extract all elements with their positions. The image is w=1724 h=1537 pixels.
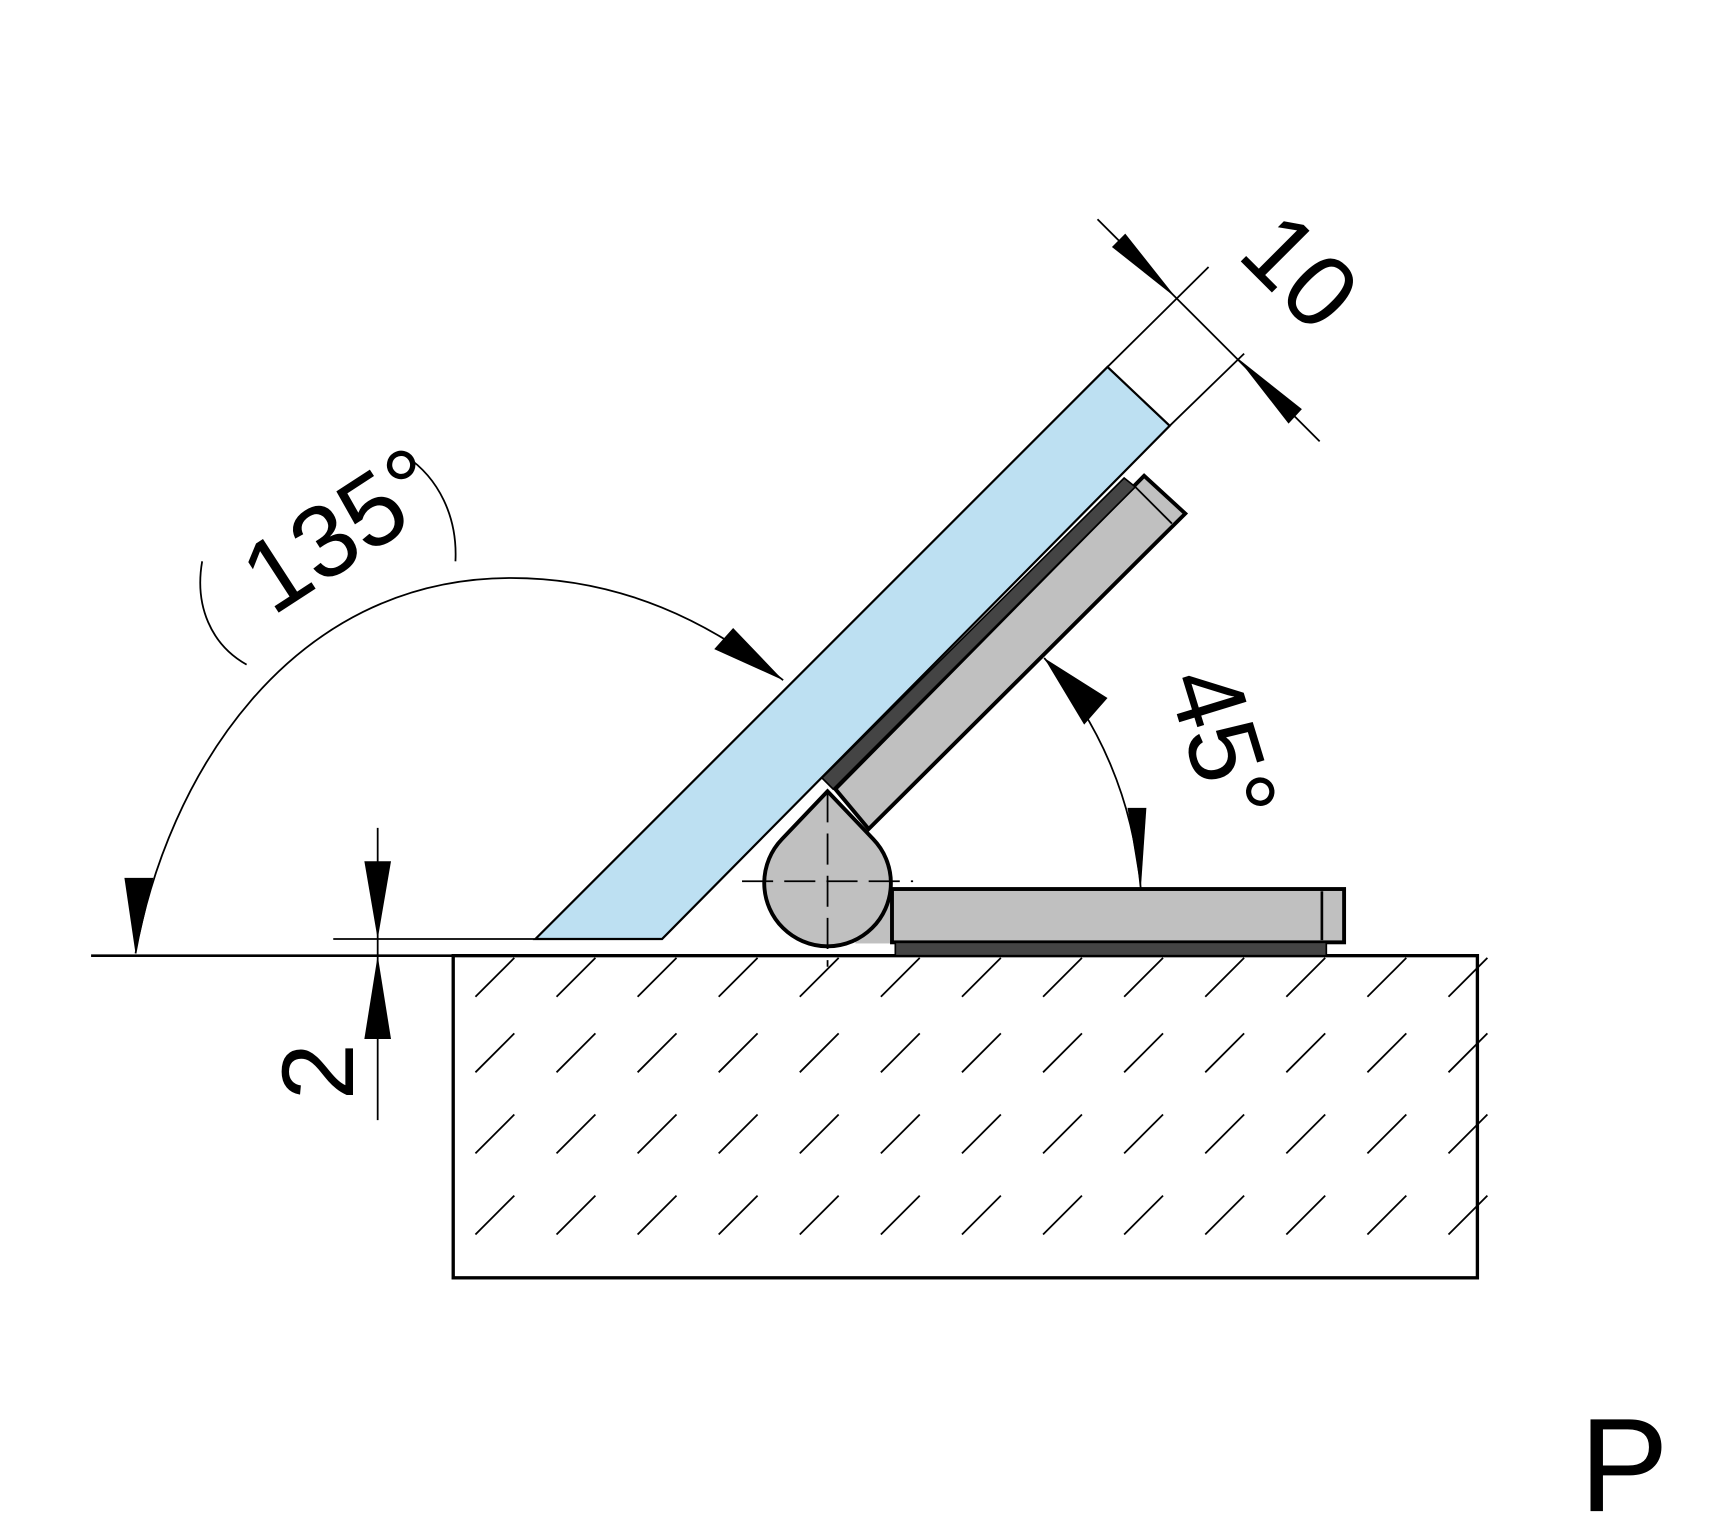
view-label: P [1580, 1391, 1669, 1537]
hatch-stroke [1204, 1113, 1245, 1155]
hatch-stroke [1285, 1194, 1326, 1236]
hatch-stroke [961, 1194, 1002, 1236]
hatch-stroke [1204, 957, 1245, 998]
hatch-stroke [799, 1032, 840, 1073]
hatch-stroke [718, 1194, 759, 1236]
hatch-stroke [636, 1194, 678, 1236]
hatch-stroke [474, 957, 515, 998]
hatch-stroke [1366, 957, 1407, 998]
gap-2-label: 2 [260, 1043, 375, 1100]
arm-end-cap-line [1134, 486, 1173, 525]
substrate-block [451, 954, 1489, 1280]
hatch-stroke [1366, 1032, 1407, 1073]
hatch-stroke [636, 957, 678, 998]
hatch-stroke [1447, 1194, 1489, 1236]
hatch-stroke [880, 1032, 921, 1073]
hatch-stroke [718, 1032, 759, 1073]
dimension-2: 2 [260, 827, 392, 1121]
hatch-stroke [1447, 957, 1489, 998]
hatch-stroke [961, 1032, 1002, 1073]
hatch-stroke [1204, 1194, 1245, 1236]
hatch-stroke [718, 1113, 759, 1155]
dimension-45: 45° [1043, 653, 1300, 890]
hatch-stroke [961, 1113, 1002, 1155]
hatch-stroke [799, 1113, 840, 1155]
hatch-stroke [1123, 1032, 1164, 1073]
hatch-stroke [880, 1113, 921, 1155]
thickness-10-label: 10 [1220, 190, 1382, 352]
hatch-stroke [1123, 1194, 1164, 1236]
arm-gasket [820, 476, 1137, 791]
hatch-stroke [555, 1113, 597, 1155]
hatch-stroke [880, 957, 921, 998]
hatch-stroke [1285, 1113, 1326, 1155]
hatch-pattern [474, 957, 1489, 1236]
base-plate [890, 887, 1347, 945]
hatch-stroke [799, 957, 840, 998]
hatch-stroke [555, 957, 597, 998]
hatch-stroke [1042, 1113, 1083, 1155]
hatch-stroke [718, 957, 759, 998]
hatch-stroke [1366, 1194, 1407, 1236]
hatch-stroke [1285, 1032, 1326, 1073]
hatch-stroke [636, 1032, 678, 1073]
hatch-stroke [1042, 957, 1083, 998]
hatch-stroke [1366, 1113, 1407, 1155]
hatch-stroke [1447, 1113, 1489, 1155]
base-gasket [894, 941, 1328, 957]
hatch-stroke [555, 1194, 597, 1236]
hatch-stroke [1204, 1032, 1245, 1073]
hatch-stroke [1123, 957, 1164, 998]
angle-135-label: 135° [222, 424, 462, 636]
hatch-stroke [1285, 957, 1326, 998]
hatch-stroke [880, 1194, 921, 1236]
hatch-stroke [961, 957, 1002, 998]
hatch-stroke [799, 1194, 840, 1236]
angle-45-label: 45° [1145, 653, 1300, 834]
hatch-stroke [636, 1113, 678, 1155]
hatch-stroke [1042, 1194, 1083, 1236]
hatch-stroke [555, 1032, 597, 1073]
hatch-stroke [474, 1194, 515, 1236]
hatch-stroke [1042, 1032, 1083, 1073]
hatch-stroke [474, 1032, 515, 1073]
hatch-stroke [1447, 1032, 1489, 1073]
hatch-stroke [1123, 1113, 1164, 1155]
hatch-stroke [474, 1113, 515, 1155]
